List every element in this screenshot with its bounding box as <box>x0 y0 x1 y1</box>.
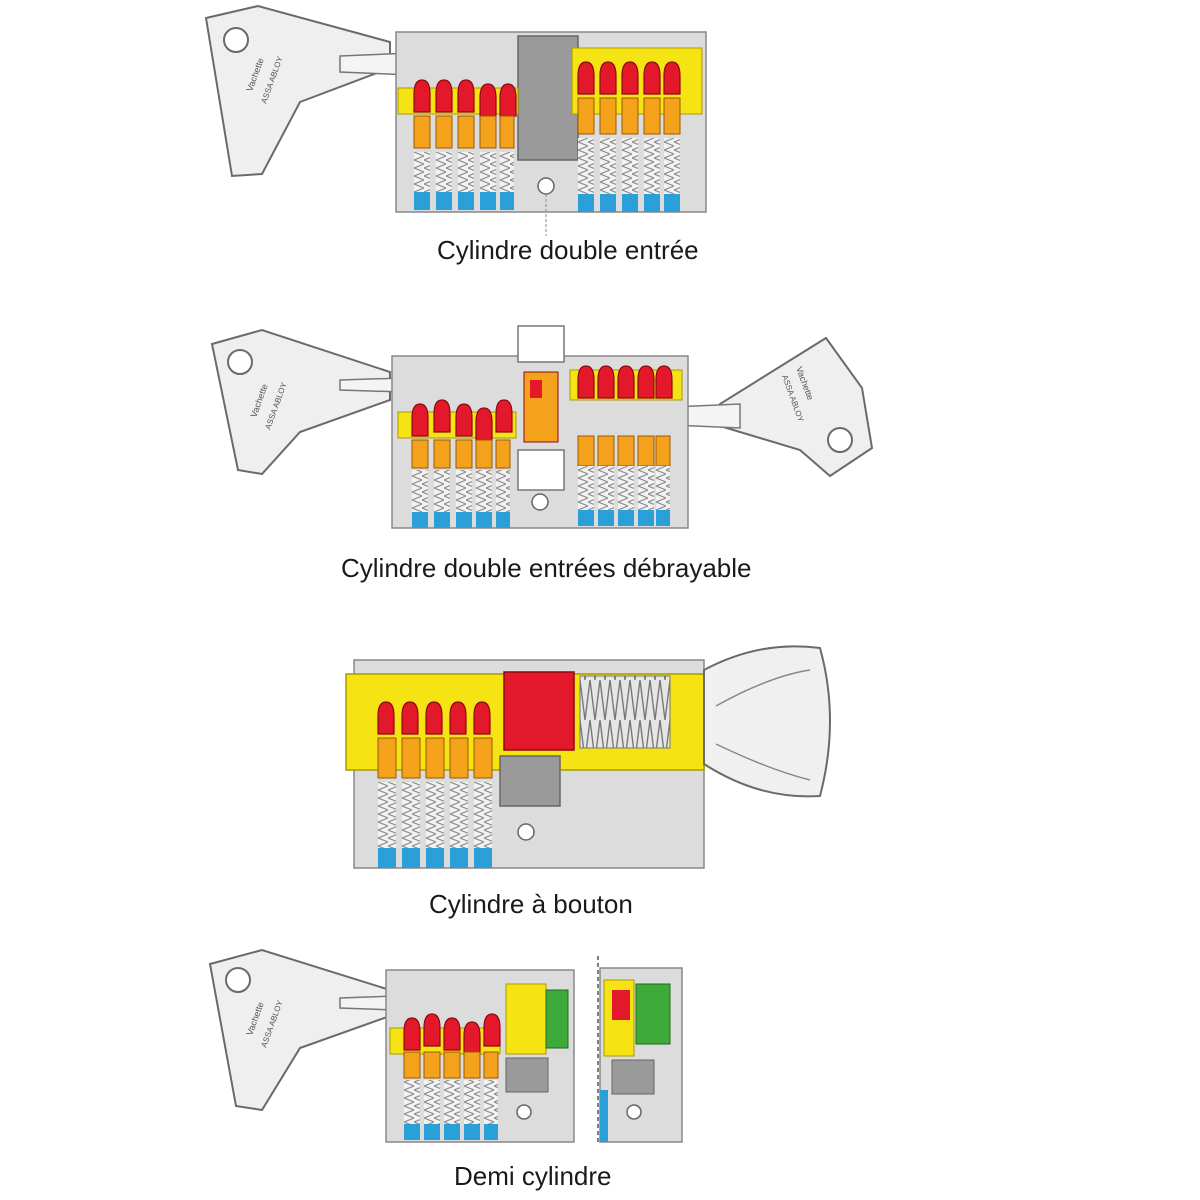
caption-demi: Demi cylindre <box>454 1161 612 1191</box>
pin-stacks-4 <box>403 1013 501 1140</box>
pin-stacks-right-1 <box>577 61 681 212</box>
caption-double-debrayable: Cylindre double entrées débrayable <box>341 553 752 583</box>
pin-stacks-3 <box>377 701 493 868</box>
housing-4-right <box>599 967 683 1143</box>
pin-stacks-left-1 <box>413 79 517 210</box>
housing-3 <box>345 659 705 869</box>
thumb-turn-knob <box>703 645 831 798</box>
caption-bouton: Cylindre à bouton <box>429 889 633 919</box>
pin-stacks-right-2 <box>577 365 673 526</box>
cylinder-double-entree: Vachette ASSA ABLOY <box>204 4 707 236</box>
half-cylinder: Vachette ASSA ABLOY <box>208 948 683 1143</box>
cylinder-bouton <box>345 645 831 869</box>
pin-stacks-left-2 <box>411 399 513 528</box>
cylinder-double-debrayable: Vachette ASSA ABLOY Vachette ASSA ABLOY <box>210 325 874 529</box>
caption-double-entree: Cylindre double entrée <box>437 235 699 265</box>
